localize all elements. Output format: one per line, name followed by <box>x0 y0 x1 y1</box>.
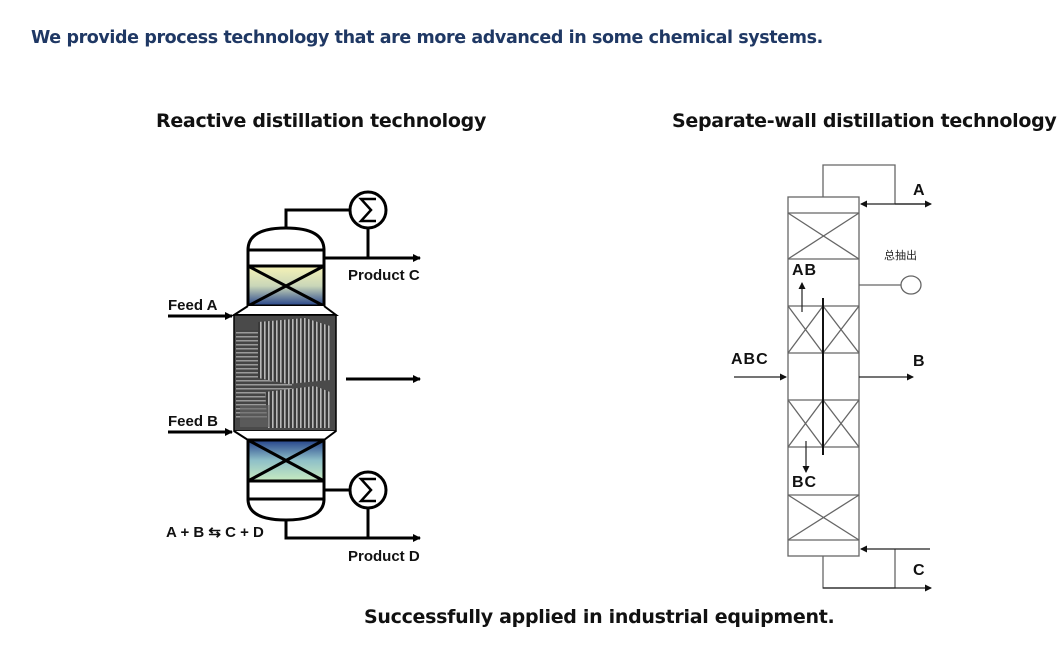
lower-mix-label: BC <box>792 474 817 491</box>
reactive-column <box>230 226 339 522</box>
upper-mix-label: AB <box>792 262 817 279</box>
total-draw-label: 总抽出 <box>884 248 917 262</box>
product-d-arrow <box>284 520 421 542</box>
product-c-label: Product C <box>348 267 420 284</box>
reactive-distillation-title: Reactive distillation technology <box>156 110 487 132</box>
feed-label: ABC <box>731 351 769 368</box>
footer-caption: Successfully applied in industrial equip… <box>364 606 835 628</box>
reaction-equation: A + B ⇆ C + D <box>166 524 264 541</box>
dividing-wall-title: Separate-wall distillation technology <box>672 110 1057 132</box>
top-product-label: A <box>913 182 926 199</box>
product-d-label: Product D <box>348 548 420 565</box>
bottom-product-label: C <box>913 562 926 579</box>
headline: We provide process technology that are m… <box>31 28 823 48</box>
feed-a-label: Feed A <box>168 297 218 314</box>
catalytic-packing-image <box>233 314 337 432</box>
feed-b-label: Feed B <box>168 413 218 430</box>
side-product-label: B <box>913 353 926 370</box>
